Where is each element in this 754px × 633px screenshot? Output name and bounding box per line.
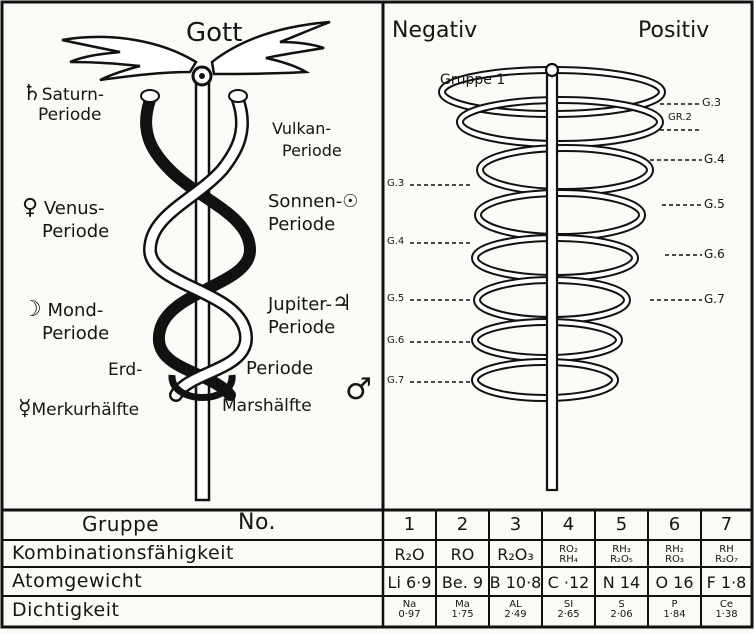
table-cell-r2-c2: Be. 9 bbox=[436, 573, 489, 592]
header-col-7: 7 bbox=[701, 514, 752, 535]
header-col-6: 6 bbox=[648, 514, 701, 535]
table-cell-r1-c3: R₂O₃ bbox=[489, 545, 542, 564]
table-cell-r2-c1: Li 6·9 bbox=[383, 573, 436, 592]
table-cell-r1-c1: R₂O bbox=[383, 545, 436, 564]
header-col-1: 1 bbox=[383, 514, 436, 535]
table-cell-r2-c5: N 14 bbox=[595, 573, 648, 592]
header-col-3: 3 bbox=[489, 514, 542, 535]
header-col-2: 2 bbox=[436, 514, 489, 535]
table-cell-r2-c3: B 10·8 bbox=[489, 573, 542, 592]
header-col-4: 4 bbox=[542, 514, 595, 535]
table-cell-r1-c2: RO bbox=[436, 545, 489, 564]
header-gruppe: Gruppe bbox=[82, 512, 159, 536]
row-label-atomgewicht: Atomgewicht bbox=[12, 570, 142, 592]
header-no: No. bbox=[238, 510, 276, 535]
row-label-dichtigkeit: Dichtigkeit bbox=[12, 599, 119, 621]
table-cell-r2-c7: F 1·8 bbox=[701, 573, 752, 592]
row-label-kombination: Kombinationsfähigkeit bbox=[12, 542, 234, 564]
table-cell-r2-c4: C ·12 bbox=[542, 573, 595, 592]
table-cell-r2-c6: O 16 bbox=[648, 573, 701, 592]
header-col-5: 5 bbox=[595, 514, 648, 535]
